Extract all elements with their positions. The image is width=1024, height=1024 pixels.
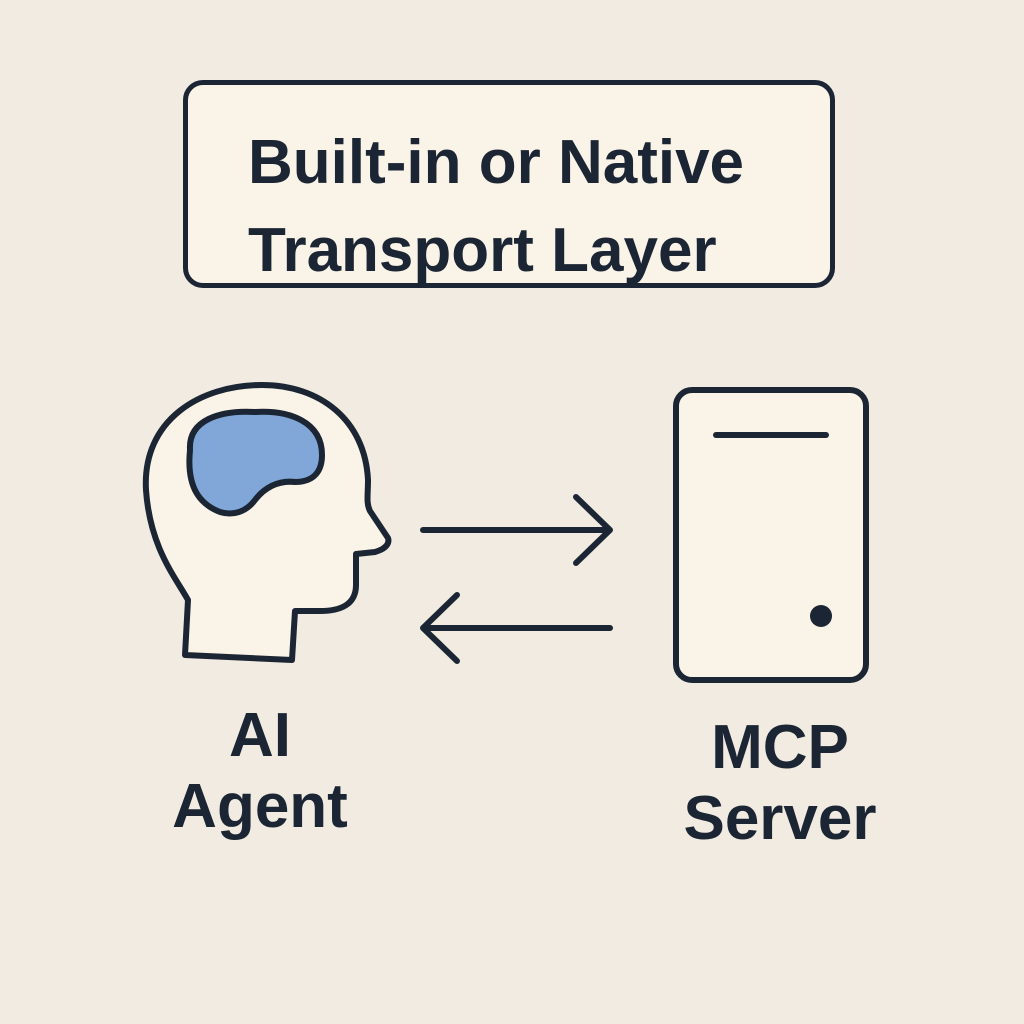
server-tower-icon — [673, 387, 869, 683]
agent-label-line-2: Agent — [172, 772, 348, 842]
agent-label: AI Agent — [130, 700, 390, 843]
title-line-1: Built-in or Native — [248, 128, 745, 197]
title: Built-in or Native Transport Layer — [248, 113, 828, 302]
title-box: Built-in or Native Transport Layer — [183, 80, 835, 288]
head-with-brain-icon — [142, 382, 392, 663]
server-label: MCP Server — [640, 712, 920, 855]
title-line-2: Transport Layer — [248, 216, 717, 286]
arrow-to-server — [420, 494, 613, 566]
agent-label-line-1: AI — [229, 701, 291, 770]
arrow-to-agent — [420, 592, 613, 664]
brain-shape — [186, 408, 325, 517]
server-power-light — [810, 605, 832, 627]
server-label-line-1: MCP — [711, 713, 849, 782]
server-label-line-2: Server — [683, 784, 877, 854]
